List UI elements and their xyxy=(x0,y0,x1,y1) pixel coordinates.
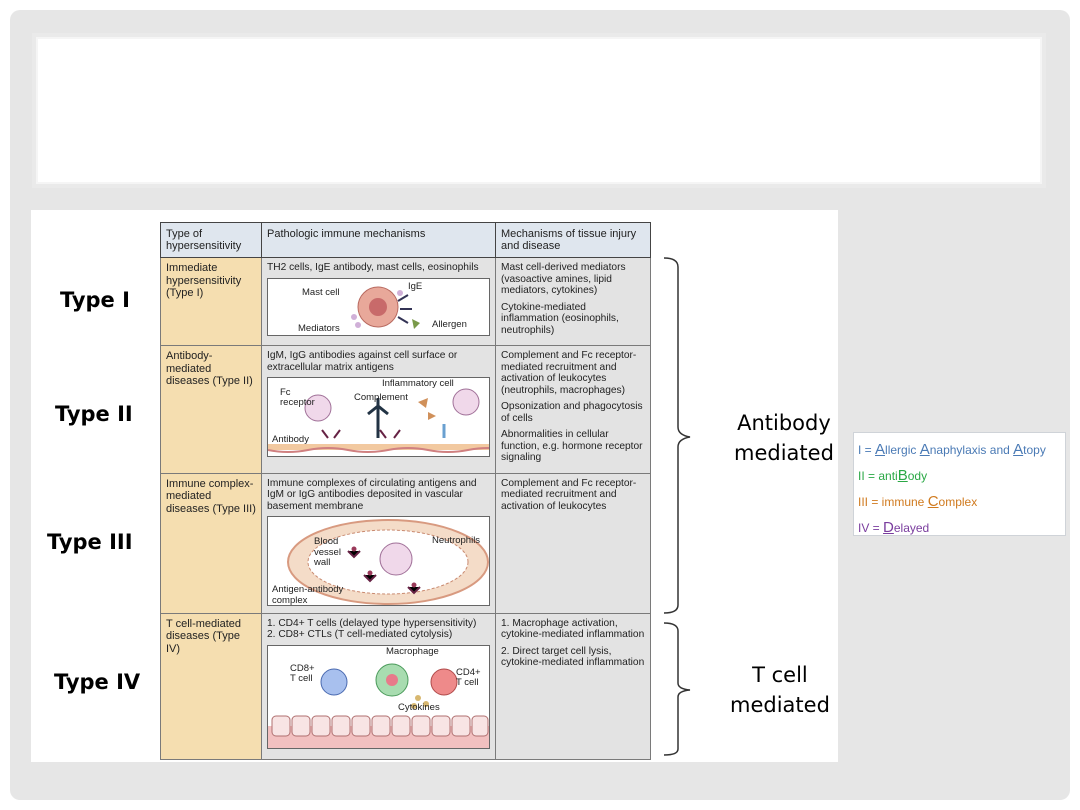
legend-item-type-i: I = Allergic Anaphylaxis and Atopy xyxy=(858,441,1046,458)
fig-label: CD4+ T cell xyxy=(456,666,481,688)
t-cell-macrophage-icon xyxy=(268,663,489,748)
row-mechanism-cell: Immune complexes of circulating antigens… xyxy=(261,472,496,614)
row-mechanism-cell: 1. CD4+ T cells (delayed type hypersensi… xyxy=(261,612,496,760)
fig-label: Mast cell xyxy=(302,286,340,298)
type-i-illustration: Mast cell IgE Allergen Mediators xyxy=(267,277,490,336)
injury-text: 2. Direct target cell lysis, cytokine-me… xyxy=(501,645,645,669)
fig-label: IgE xyxy=(408,280,423,292)
header-type: Type of hypersensitivity xyxy=(160,222,262,258)
antibody-mediated-label: Antibody mediated xyxy=(734,408,834,468)
fig-label: Inflammatory cell xyxy=(382,378,454,389)
header-injury: Mechanisms of tissue injury and disease xyxy=(495,222,651,258)
right-brace-icon xyxy=(663,257,691,756)
injury-text: Complement and Fc receptor-mediated recr… xyxy=(501,477,637,512)
fig-label: Macrophage xyxy=(386,645,439,657)
table-header-row: Type of hypersensitivity Pathologic immu… xyxy=(160,222,651,258)
type-iii-label: Type III xyxy=(47,530,133,554)
row-injury-cell: Complement and Fc receptor-mediated recr… xyxy=(495,345,651,474)
legend-item-type-iii: III = immune Complex xyxy=(858,493,978,510)
table-row: Immediate hypersensitivity (Type I) TH2 … xyxy=(160,257,651,346)
t-cell-mediated-label: T cell mediated xyxy=(730,660,830,720)
row-mechanism-cell: TH2 cells, IgE antibody, mast cells, eos… xyxy=(261,257,496,346)
antibody-complement-icon xyxy=(268,388,489,453)
row-injury-cell: Complement and Fc receptor-mediated recr… xyxy=(495,472,651,614)
row-mechanism-text: Immune complexes of circulating antigens… xyxy=(267,477,477,512)
injury-text: 1. Macrophage activation, cytokine-media… xyxy=(501,617,645,641)
slide-title-placeholder[interactable] xyxy=(32,33,1046,188)
row-injury-cell: 1. Macrophage activation, cytokine-media… xyxy=(495,612,651,760)
fig-label: Antigen-antibody complex xyxy=(272,584,344,606)
fig-label: Neutrophils xyxy=(432,535,481,546)
row-mechanism-text: 2. CD8+ CTLs (T cell-mediated cytolysis) xyxy=(267,629,453,640)
fig-label: Cytokines xyxy=(398,701,440,713)
row-injury-cell: Mast cell-derived mediators (vasoactive … xyxy=(495,257,651,346)
fig-label: Antibody xyxy=(272,434,309,445)
injury-text: Mast cell-derived mediators (vasoactive … xyxy=(501,262,626,296)
side-label-line: mediated xyxy=(730,693,830,717)
legend-item-type-iv: IV = Delayed xyxy=(858,519,930,536)
fig-label: Mediators xyxy=(298,322,340,334)
type-ii-label: Type II xyxy=(55,402,133,426)
injury-text: Cytokine-mediated inflammation (eosinoph… xyxy=(501,301,619,336)
row-type-cell: T cell-mediated diseases (Type IV) xyxy=(160,612,262,760)
injury-text: Opsonization and phagocytosis of cells xyxy=(501,401,643,424)
fig-label: Allergen xyxy=(432,318,467,330)
row-mechanism-cell: IgM, IgG antibodies against cell surface… xyxy=(261,345,496,474)
hypersensitivity-table: Type of hypersensitivity Pathologic immu… xyxy=(160,222,651,760)
row-type-cell: Immediate hypersensitivity (Type I) xyxy=(160,257,262,346)
row-mechanism-text: 1. CD4+ T cells (delayed type hypersensi… xyxy=(267,617,477,629)
row-type-cell: Immune complex-mediated diseases (Type I… xyxy=(160,472,262,614)
side-label-line: mediated xyxy=(734,441,834,465)
side-label-line: Antibody xyxy=(737,411,831,435)
row-mechanism-text: IgM, IgG antibodies against cell surface… xyxy=(267,350,458,373)
type-iv-illustration: Macrophage CD8+ T cell CD4+ T cell Cytok… xyxy=(267,644,490,749)
fig-label: Complement xyxy=(354,392,408,403)
row-mechanism-text: TH2 cells, IgE antibody, mast cells, eos… xyxy=(267,262,479,273)
type-iv-label: Type IV xyxy=(54,670,141,694)
fig-label: Blood vessel wall xyxy=(314,536,341,568)
injury-text: Complement and Fc receptor-mediated recr… xyxy=(501,350,637,396)
table-row: T cell-mediated diseases (Type IV) 1. CD… xyxy=(160,612,651,760)
injury-text: Abnormalities in cellular function, e.g.… xyxy=(501,429,643,463)
type-iii-illustration: Blood vessel wall Neutrophils Antigen-an… xyxy=(267,516,490,606)
legend-item-type-ii: II = antiBody xyxy=(858,467,928,484)
mnemonic-legend: I = Allergic Anaphylaxis and Atopy II = … xyxy=(853,432,1066,536)
side-label-line: T cell xyxy=(752,663,808,687)
type-ii-illustration: Fc receptor Complement Inflammatory cell… xyxy=(267,377,490,457)
fig-label: CD8+ T cell xyxy=(290,662,315,684)
table-row: Antibody-mediated diseases (Type II) IgM… xyxy=(160,345,651,474)
fig-label: Fc receptor xyxy=(280,387,315,408)
header-mechanism: Pathologic immune mechanisms xyxy=(261,222,496,258)
mast-cell-icon xyxy=(351,286,420,329)
row-type-cell: Antibody-mediated diseases (Type II) xyxy=(160,345,262,474)
table-row: Immune complex-mediated diseases (Type I… xyxy=(160,472,651,614)
type-i-label: Type I xyxy=(60,288,130,312)
blood-vessel-icon xyxy=(287,519,489,605)
